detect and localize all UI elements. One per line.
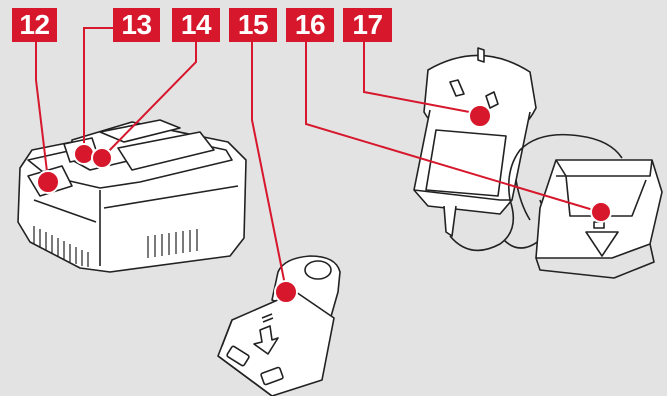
callout-dot-13	[74, 144, 94, 164]
usb-adapter-drawing	[218, 256, 340, 396]
callout-dot-12	[37, 171, 59, 193]
callout-dot-14	[92, 148, 112, 168]
callout-dot-16	[591, 202, 611, 222]
battery-pack	[18, 120, 246, 272]
callout-dot-15	[275, 281, 297, 303]
callout-dot-17	[469, 105, 491, 127]
